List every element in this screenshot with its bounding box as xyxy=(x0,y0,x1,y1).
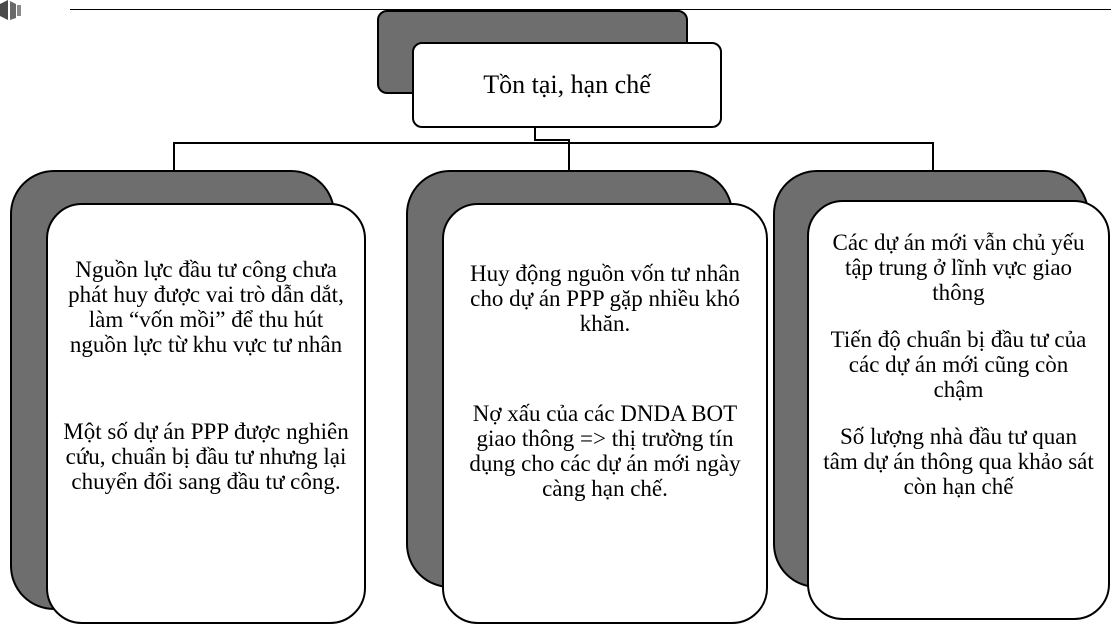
logo-icon xyxy=(0,0,21,20)
column-1-box: Nguồn lực đầu tư công chưa phát huy được… xyxy=(46,203,366,624)
column-3-item-2: Tiến độ chuẩn bị đầu tư của các dự án mớ… xyxy=(830,327,1087,402)
column-1-item-2: Một số dự án PPP được nghiên cứu, chuẩn … xyxy=(63,419,349,494)
root-node: Tồn tại, hạn chế xyxy=(412,42,722,128)
column-2-item-2: Nợ xấu của các DNDA BOT giao thông => th… xyxy=(469,401,741,501)
column-3-item-1: Các dự án mới vẫn chủ yếu tập trung ở lĩ… xyxy=(832,230,1085,305)
column-3-box: Các dự án mới vẫn chủ yếu tập trung ở lĩ… xyxy=(807,200,1110,620)
column-2-box: Huy động nguồn vốn tư nhân cho dự án PPP… xyxy=(442,203,768,624)
column-2-item-1: Huy động nguồn vốn tư nhân cho dự án PPP… xyxy=(470,261,740,336)
header-rule xyxy=(70,9,1111,10)
root-title: Tồn tại, hạn chế xyxy=(483,70,651,99)
column-3-item-3: Số lượng nhà đầu tư quan tâm dự án thông… xyxy=(823,424,1094,499)
column-1-item-1: Nguồn lực đầu tư công chưa phát huy được… xyxy=(68,257,344,357)
